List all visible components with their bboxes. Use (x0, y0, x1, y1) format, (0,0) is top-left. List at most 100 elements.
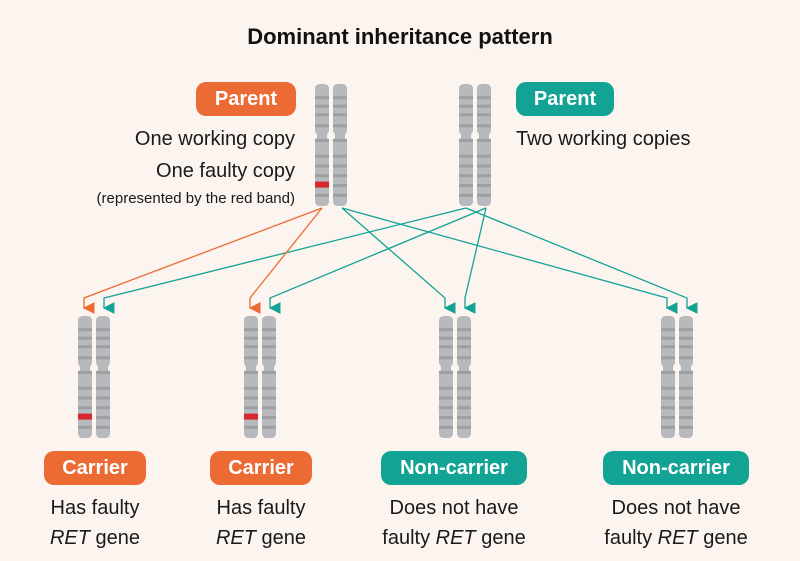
parent-2-chromosome-right-chromatid-band (477, 96, 491, 100)
child-3-chromosome-right-chromatid-band (457, 356, 471, 360)
child-2-chromosome-right-chromatid-band (262, 328, 276, 332)
parent-1-chromosome-left-chromatid-band (315, 193, 329, 197)
child-2-chromosome-left-chromatid-band (244, 370, 258, 374)
child-3-chromosome-left-chromatid-band (439, 406, 453, 410)
child-2-chromosome-right-chromatid-band (262, 356, 276, 360)
parent-2-chromosome-right-chromatid (477, 84, 491, 206)
child-2-chromosome-right-chromatid-band (262, 386, 276, 390)
child-3-chromosome-left-chromatid-band (439, 386, 453, 390)
child-1-gene-suffix: gene (89, 527, 141, 549)
child-1-chromosome-right-chromatid (96, 316, 110, 438)
child-2-chromosome-right-chromatid-band (262, 336, 276, 340)
faulty-band (315, 181, 329, 188)
parent-1-chromosome-right-chromatid-band (333, 124, 347, 128)
child-1-chromosome-right-chromatid-band (96, 425, 110, 429)
child-4-chromosome-right-chromatid-band (679, 396, 693, 400)
parent-1-chromosome-right-chromatid-band (333, 104, 347, 108)
child-3-chromosome (439, 316, 471, 438)
diagram-title: Dominant inheritance pattern (247, 24, 553, 49)
child-4-chromosome-left-chromatid-band (661, 336, 675, 340)
child-1-chromosome-left-chromatid-band (78, 336, 92, 340)
parent-2-chromosome-left-chromatid (459, 84, 473, 206)
child-2-chromosome-left-chromatid-band (244, 345, 258, 349)
child-3-chromosome-right-chromatid-band (457, 328, 471, 332)
parent-2-chromosome-left-chromatid-band (459, 96, 473, 100)
child-3-chromosome-left-chromatid-band (439, 425, 453, 429)
parent-2-chromosome-right-chromatid-band (477, 184, 491, 188)
child-1-badge: Carrier (44, 451, 146, 485)
child-3-chromosome-left-chromatid-band (439, 336, 453, 340)
child-2-chromosome-left-chromatid-band (244, 406, 258, 410)
parent-1-line-1: One working copy (134, 128, 295, 150)
child-3-chromosome-left-chromatid-band (439, 356, 453, 360)
child-1-chromosome-left-chromatid-band (78, 328, 92, 332)
parent-1-chromosome-right-chromatid-band (333, 138, 347, 142)
child-2-chromosome-left-chromatid-band (244, 396, 258, 400)
child-4-chromosome-right-chromatid (679, 316, 693, 438)
parent-1-badge: Parent (196, 82, 296, 116)
parent-2-chromosome-left-chromatid-band (459, 174, 473, 178)
child-2-chromosome-right-chromatid-band (262, 406, 276, 410)
child-3-line-2: faulty RET gene (364, 527, 544, 550)
child-3-gene-prefix: faulty (382, 527, 436, 549)
child-2-chromosome-left-chromatid (244, 316, 258, 438)
child-2-chromosome-left-chromatid-band (244, 356, 258, 360)
parent-2-chromosome-right-chromatid-band (477, 104, 491, 108)
child-1-chromosome-left-chromatid-band (78, 345, 92, 349)
child-3-chromosome-left-chromatid-band (439, 328, 453, 332)
child-3-gene: RET (435, 527, 476, 549)
child-4-chromosome-right-chromatid-band (679, 328, 693, 332)
parent-2-chromosome-left-chromatid-band (459, 113, 473, 117)
parent-2-chromosome (459, 84, 491, 206)
child-4-chromosome-right-chromatid-band (679, 345, 693, 349)
child-2-chromosome-right-chromatid-band (262, 396, 276, 400)
parent-2-chromosome-left-chromatid-band (459, 154, 473, 158)
parent-2-chromosome-left-chromatid-band (459, 124, 473, 128)
child-3-chromosome-right-chromatid-band (457, 425, 471, 429)
child-3-chromosome-right-chromatid-band (457, 406, 471, 410)
parent-2-chromosome-right-chromatid-band (477, 124, 491, 128)
child-3-chromosome-right-chromatid-band (457, 386, 471, 390)
child-4-gene: RET (657, 527, 698, 549)
parent-1-chromosome-left-chromatid-band (315, 174, 329, 178)
child-4-chromosome-right-chromatid-band (679, 416, 693, 420)
parent-1-chromosome-right-chromatid-band (333, 193, 347, 197)
child-2-chromosome-right-chromatid-band (262, 345, 276, 349)
child-4-chromosome-left-chromatid-band (661, 406, 675, 410)
child-4-chromosome (661, 316, 693, 438)
child-4-chromosome-left-chromatid-band (661, 416, 675, 420)
parent-1-chromosome-left-chromatid-band (315, 164, 329, 168)
arrow-parent-1-to-child-1 (82, 207, 323, 314)
child-4-chromosome-left-chromatid-band (661, 386, 675, 390)
arrow-parent-2-to-child-1 (102, 207, 467, 314)
child-1-chromosome-right-chromatid-band (96, 406, 110, 410)
parent-1-chromosome-left-chromatid-band (315, 124, 329, 128)
child-4-gene-prefix: faulty (604, 527, 658, 549)
arrow-parent-1-to-child-3 (341, 207, 456, 314)
parent-2-chromosome-left-chromatid-band (459, 193, 473, 197)
parent-2-chromosome-left-chromatid-band (459, 184, 473, 188)
parent-2-chromosome-right-chromatid-band (477, 174, 491, 178)
child-1-chromosome-right-chromatid-band (96, 345, 110, 349)
arrow-parent-2-to-child-4 (465, 207, 698, 314)
child-1-chromosome-right-chromatid-band (96, 336, 110, 340)
child-3-chromosome-right-chromatid (457, 316, 471, 438)
child-3-gene-suffix: gene (475, 527, 526, 549)
child-4-chromosome-left-chromatid-band (661, 328, 675, 332)
arrow-parent-2-to-child-2 (268, 207, 487, 314)
parent-1-chromosome-left-chromatid-band (315, 113, 329, 117)
parent-2-chromosome-right-chromatid-band (477, 138, 491, 142)
child-1-chromosome-right-chromatid-band (96, 396, 110, 400)
child-4-chromosome-left-chromatid-band (661, 356, 675, 360)
parent-2-chromosome-right-chromatid-band (477, 154, 491, 158)
arrow-parent-1-to-child-4 (341, 207, 678, 314)
child-1-chromosome-right-chromatid-band (96, 370, 110, 374)
parent-2-chromosome-left-chromatid-band (459, 164, 473, 168)
parent-2-line-1: Two working copies (516, 128, 691, 150)
child-4-chromosome-right-chromatid-band (679, 406, 693, 410)
child-2-chromosome-right-chromatid-band (262, 370, 276, 374)
child-2-chromosome-left-chromatid-band (244, 425, 258, 429)
parent-1-note: (represented by the red band) (96, 190, 295, 207)
child-1-chromosome-left-chromatid-band (78, 406, 92, 410)
